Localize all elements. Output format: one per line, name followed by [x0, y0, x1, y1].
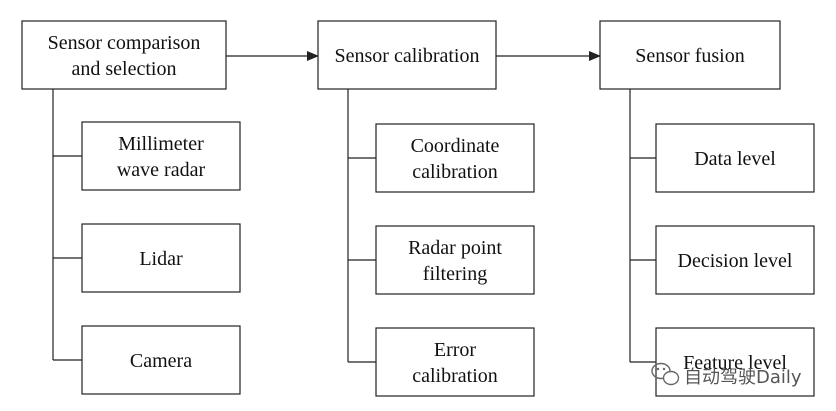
- stage-fusion-box-frame: [599, 20, 781, 90]
- stage-selection-box: Sensor comparison and selection: [21, 20, 227, 90]
- watermark-text: 自动驾驶Daily: [684, 367, 802, 388]
- stage-fusion-child-box-label: Feature level: [683, 352, 787, 374]
- stage-fusion-child-box-frame: [655, 327, 815, 397]
- stage-selection-child-box-label: Camera: [130, 350, 192, 372]
- stage-calibration-box: Sensor calibration: [317, 20, 497, 90]
- stage-selection-child-box-frame: [81, 223, 241, 293]
- stage-calibration-box-label: Sensor calibration: [335, 45, 480, 67]
- stage-fusion-child-box-label: Decision level: [678, 250, 793, 272]
- stage-selection-child-box: Millimeter wave radar: [81, 121, 241, 191]
- stage-fusion-box-label: Sensor fusion: [635, 45, 744, 67]
- stage-fusion-child-box-frame: [655, 123, 815, 193]
- stage-calibration-child-box-frame: [375, 225, 535, 295]
- stage-selection-box-label: and selection: [72, 58, 177, 80]
- stage-calibration-child-box: Error calibration: [375, 327, 535, 397]
- diagram-boxes: Sensor comparison and selectionMillimeter…: [21, 20, 815, 397]
- stage-selection-child-box-frame: [81, 121, 241, 191]
- stage-calibration-child-box-label: calibration: [412, 161, 498, 183]
- stage-calibration-child-box-label: Radar point: [408, 237, 502, 259]
- stage-selection-child-box-label: Lidar: [139, 248, 183, 270]
- stage-calibration-box-frame: [317, 20, 497, 90]
- connector-lines: [52, 51, 656, 363]
- stage-calibration-child-box: Radar point filtering: [375, 225, 535, 295]
- stage-fusion-child-box-frame: [655, 225, 815, 295]
- stage-fusion-child-box: Decision level: [655, 225, 815, 295]
- wechat-icon: [651, 362, 680, 386]
- stage-calibration-child-box-label: filtering: [423, 263, 487, 285]
- stage-fusion-child-box: Feature level: [655, 327, 815, 397]
- stage-calibration-child-box-label: calibration: [412, 365, 498, 387]
- stage-selection-child-box-label: Millimeter: [118, 133, 204, 155]
- stage-selection-box-label: Sensor comparison: [48, 32, 201, 54]
- stage-selection-box-frame: [21, 20, 227, 90]
- stage-selection-child-box-frame: [81, 325, 241, 395]
- stage-calibration-child-box: Coordinate calibration: [375, 123, 535, 193]
- stage-calibration-child-box-frame: [375, 327, 535, 397]
- stage-fusion-child-box: Data level: [655, 123, 815, 193]
- stage-fusion-box: Sensor fusion: [599, 20, 781, 90]
- stage-selection-child-box: Camera: [81, 325, 241, 395]
- stage-fusion-child-box-label: Data level: [694, 148, 776, 170]
- stage-calibration-child-box-label: Coordinate: [411, 135, 500, 157]
- stage-calibration-child-box-label: Error: [434, 339, 477, 361]
- stage-selection-child-box-label: wave radar: [117, 159, 206, 181]
- stage-calibration-child-box-frame: [375, 123, 535, 193]
- watermark: 自动驾驶Daily: [651, 362, 802, 388]
- stage-selection-child-box: Lidar: [81, 223, 241, 293]
